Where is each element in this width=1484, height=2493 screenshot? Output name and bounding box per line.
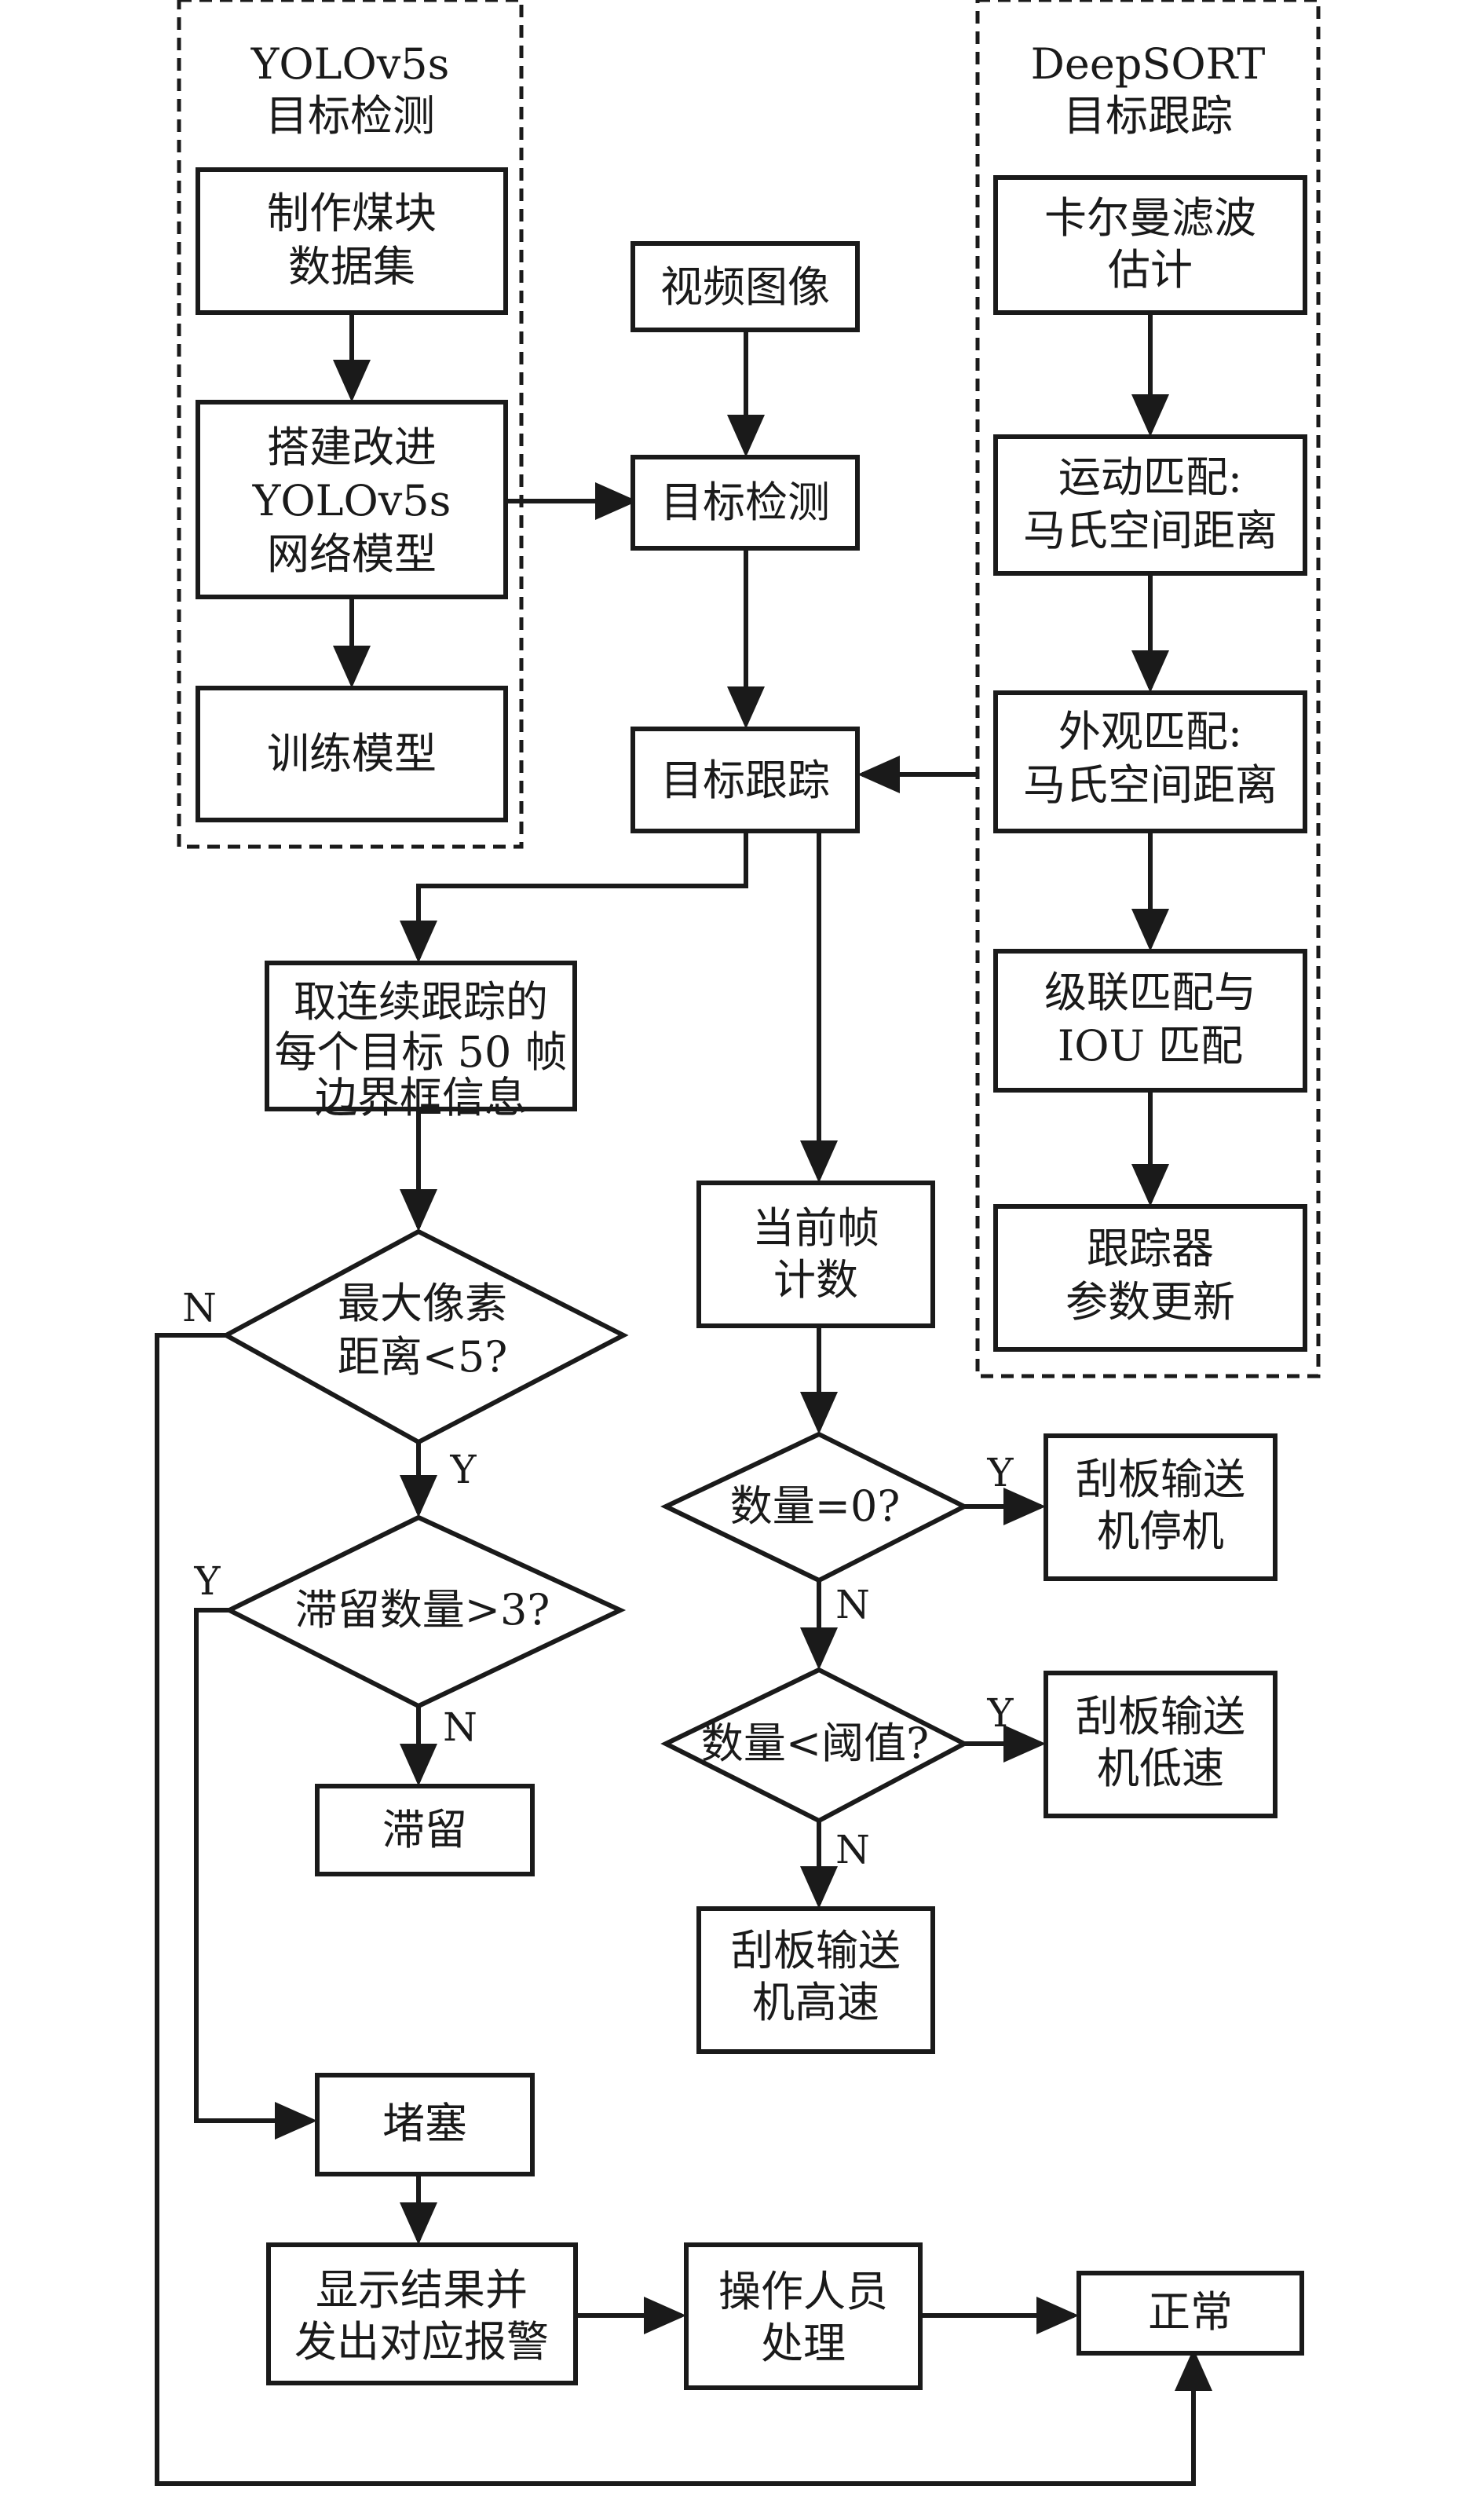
node-kalman-line-1: 卡尔曼滤波 [1044,193,1256,243]
node-count_threshold-box [660,1667,970,1824]
edge-max_pixel-normal [155,1333,1212,2486]
node-build_model-box [196,400,508,599]
node-make_dataset-box [196,167,508,315]
node-max_pixel-line-2: 距离<5? [338,1332,508,1382]
node-count_zero-line-1: 数量=0? [730,1481,901,1531]
node-bbox_info-box [265,961,577,1111]
node-motion_match-box [993,434,1307,576]
node-detect-line-1: 目标检测 [660,478,830,527]
node-appearance_match-box [993,690,1307,833]
node-stay-box [315,1784,535,1876]
node-appearance_match-line-2: 马氏空间距离 [1023,760,1277,810]
node-video-box [631,241,860,332]
node-conveyor_stop-box [1044,1433,1277,1581]
node-make_dataset-line-1: 制作煤块 [267,189,437,238]
group-yolo-title-line-1: YOLOv5s [250,39,450,89]
group-deepsort-title-line-2: 目标跟踪 [1063,91,1233,141]
node-motion_match-line-1: 运动匹配: [1058,452,1242,502]
node-train_model-line-1: 训练模型 [267,729,437,778]
group-yolo [177,0,524,849]
node-kalman-box [993,175,1307,315]
node-frame_count-box [696,1181,935,1328]
node-stay_count-box [224,1514,627,1709]
node-max_pixel-box [221,1228,629,1445]
node-video-line-1: 视频图像 [660,262,830,312]
node-stay_count-line-1: 滞留数量>3? [295,1585,550,1635]
node-stay-line-1: 滞留 [382,1805,467,1854]
group-yolo-title-line-2: 目标检测 [265,91,435,141]
node-conveyor_low-line-1: 刮板输送 [1076,1692,1245,1741]
node-conveyor_stop-line-2: 机停机 [1097,1506,1224,1556]
node-train_model-box [196,686,508,822]
node-cascade_match-line-1: 级联匹配与 [1044,968,1256,1017]
node-operator-box [684,2242,923,2390]
node-bbox_info-line-3: 边界框信息 [315,1073,527,1122]
node-conveyor_low-line-2: 机低速 [1097,1744,1224,1793]
node-labels: 制作煤块 数据集 搭建改进 YOLOv5s 网络模型 训练模型 视频图像 目标检… [252,189,1277,2368]
node-tracker_update-line-2: 参数更新 [1065,1277,1235,1327]
edge-label-count_threshold-no: N [835,1827,870,1872]
edge-label-max_pixel-yes: Y [449,1447,477,1492]
node-tracker_update-line-1: 跟踪器 [1087,1224,1214,1273]
group-titles: YOLOv5s 目标检测 DeepSORT 目标跟踪 [250,39,1266,141]
node-show_result-line-2: 发出对应报警 [294,2317,549,2367]
node-show_result-line-1: 显示结果并 [316,2265,528,2315]
node-block-box [315,2073,535,2176]
node-bbox_info-line-1: 取连续跟踪的 [294,977,548,1027]
node-conveyor_high-box [696,1906,935,2054]
node-motion_match-line-2: 马氏空间距离 [1023,506,1277,555]
node-track-line-1: 目标跟踪 [660,756,830,805]
edge-track-bbox_info [400,831,748,963]
node-build_model-line-3: 网络模型 [267,529,437,579]
edge-label-count_zero-no: N [835,1582,870,1627]
node-conveyor_low-box [1044,1671,1277,1818]
node-show_result-box [266,2242,578,2385]
node-conveyor_high-line-1: 刮板输送 [731,1926,901,1975]
node-normal-box [1076,2271,1304,2356]
node-build_model-line-1: 搭建改进 [267,423,437,472]
edge-label-max_pixel-no: N [182,1285,217,1331]
node-count_zero-box [660,1431,970,1583]
node-frame_count-line-1: 当前帧 [752,1203,879,1253]
edges [155,313,1212,2486]
edge-label-stay_count-yes: Y [193,1558,221,1604]
node-kalman-line-2: 估计 [1108,245,1193,295]
node-make_dataset-line-2: 数据集 [288,242,415,291]
node-appearance_match-line-1: 外观匹配: [1058,707,1242,756]
node-conveyor_high-line-2: 机高速 [752,1978,879,2027]
node-frame_count-line-2: 计数 [773,1255,858,1305]
edge-labels: N Y Y N Y N Y N [182,1285,1014,1872]
node-normal-line-1: 正常 [1148,2287,1233,2337]
node-count_threshold-line-1: 数量<阈值? [701,1719,929,1768]
node-bbox_info-line-2: 每个目标 50 帧 [274,1027,567,1077]
node-block-line-1: 堵塞 [382,2099,467,2148]
edge-label-count_threshold-yes: Y [986,1690,1014,1736]
group-deepsort-title-line-1: DeepSORT [1031,39,1266,89]
nodes [196,167,1307,2390]
group-deepsort [975,0,1321,1378]
node-operator-line-1: 操作人员 [718,2267,888,2316]
node-detect-box [631,455,860,551]
edge-stay_count-block [194,1608,317,2140]
edge-label-count_zero-yes: Y [986,1450,1014,1495]
node-build_model-line-2: YOLOv5s [252,476,451,525]
node-operator-line-2: 处理 [761,2319,846,2368]
node-conveyor_stop-line-1: 刮板输送 [1076,1455,1245,1504]
node-max_pixel-line-1: 最大像素 [338,1279,507,1328]
edge-label-stay_count-no: N [443,1704,477,1750]
node-cascade_match-line-2: IOU 匹配 [1058,1021,1243,1071]
node-cascade_match-box [993,949,1307,1093]
node-track-box [631,727,860,833]
node-tracker_update-box [993,1204,1307,1352]
